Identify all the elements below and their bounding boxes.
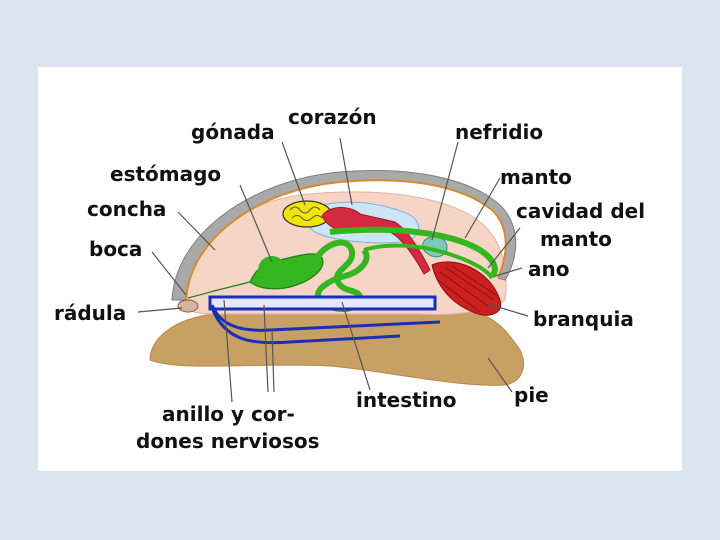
label-nervios-2: dones nerviosos bbox=[136, 429, 320, 453]
label-estomago: estómago bbox=[110, 162, 221, 186]
label-nervios-1: anillo y cor- bbox=[162, 402, 295, 426]
label-gonada: gónada bbox=[191, 120, 275, 144]
label-nefridio: nefridio bbox=[455, 120, 543, 144]
leader-radula bbox=[138, 308, 182, 312]
label-concha: concha bbox=[87, 197, 166, 221]
label-branquia: branquia bbox=[533, 307, 634, 331]
label-intestino: intestino bbox=[356, 388, 457, 412]
label-ano: ano bbox=[528, 257, 569, 281]
stomach-blob bbox=[258, 256, 286, 284]
label-cavidad-1: cavidad del bbox=[516, 199, 645, 223]
label-corazon: corazón bbox=[288, 105, 377, 129]
label-radula: rádula bbox=[54, 301, 126, 325]
foot-shape bbox=[150, 312, 524, 385]
label-cavidad-2: manto bbox=[540, 227, 612, 251]
label-pie: pie bbox=[514, 383, 549, 407]
label-manto: manto bbox=[500, 165, 572, 189]
label-boca: boca bbox=[89, 237, 142, 261]
nerve-ring-box bbox=[210, 297, 435, 309]
radula bbox=[178, 300, 198, 312]
